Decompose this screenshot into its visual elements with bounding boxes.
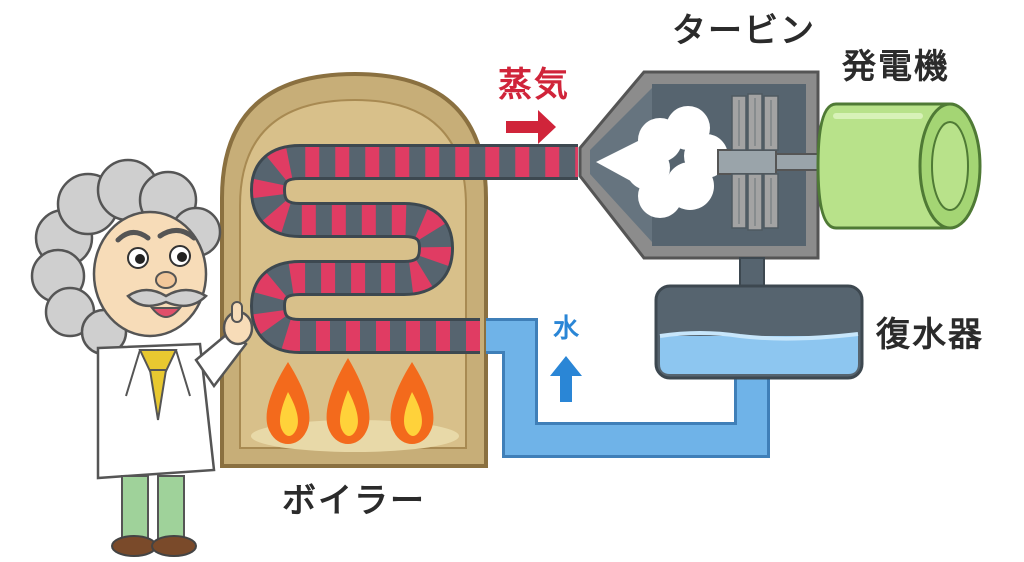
professor-character bbox=[30, 158, 254, 557]
steam-coil-pipe bbox=[250, 144, 578, 354]
boiler-label: ボイラー bbox=[282, 481, 426, 521]
flame-icon bbox=[266, 362, 310, 444]
flame-icon bbox=[326, 358, 370, 444]
arrow-right-icon bbox=[506, 110, 556, 144]
water-pipe bbox=[486, 318, 770, 458]
water-label: 水 bbox=[553, 314, 580, 344]
exhaust-pipe bbox=[739, 257, 765, 289]
generator bbox=[816, 102, 982, 230]
turbine-label: タービン bbox=[672, 11, 816, 51]
burner-flames bbox=[266, 358, 434, 444]
flame-icon bbox=[390, 362, 434, 444]
generator-label: 発電機 bbox=[842, 47, 950, 87]
condenser-label: 復水器 bbox=[876, 315, 984, 355]
turbine-rotor bbox=[717, 93, 831, 231]
steam-cloud bbox=[596, 106, 728, 218]
condenser bbox=[654, 284, 864, 380]
steam-label: 蒸気 bbox=[498, 65, 570, 105]
arrow-up-icon bbox=[550, 356, 582, 402]
